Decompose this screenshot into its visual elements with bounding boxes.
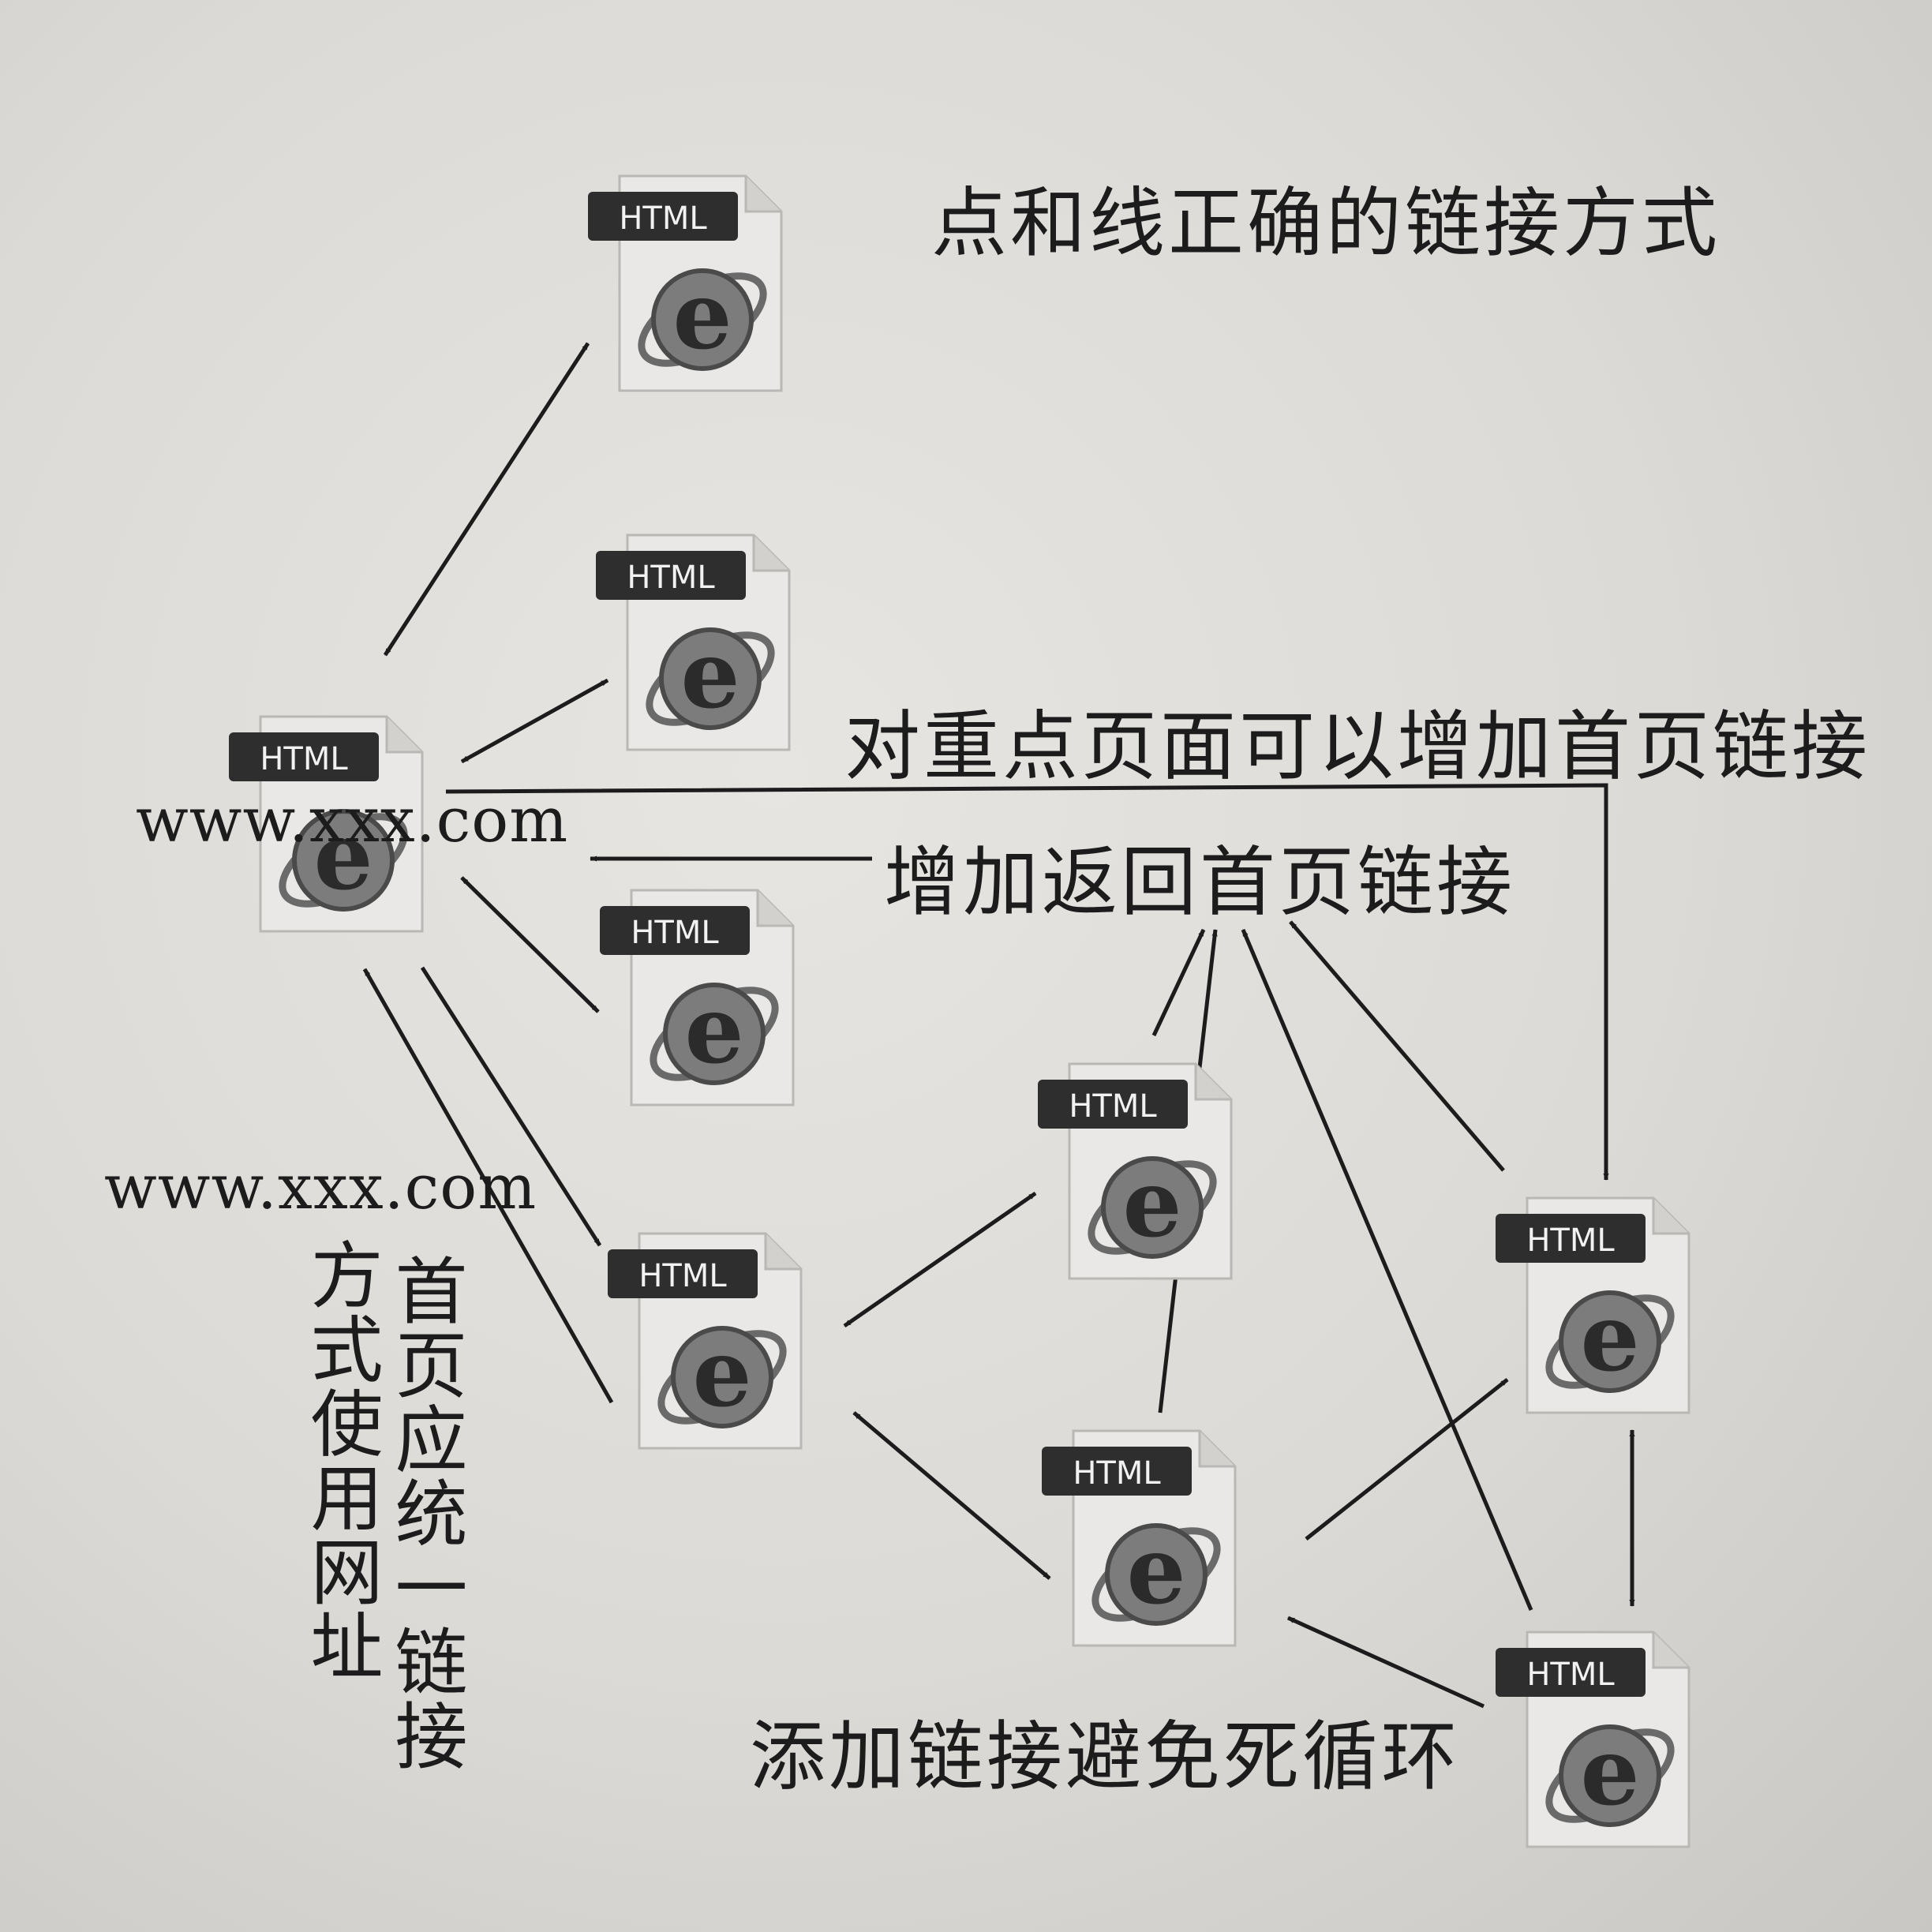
- html-file-icon: HTML e: [1038, 1062, 1233, 1280]
- html-badge: HTML: [608, 1249, 758, 1298]
- link-home-p4: [420, 966, 602, 1247]
- ie-browser-icon: e: [1088, 1148, 1217, 1259]
- html-page-home[interactable]: HTML e: [225, 702, 438, 939]
- link-p4-p5: [843, 1191, 1037, 1328]
- link-p5-return: [1151, 928, 1206, 1037]
- label-vertical-right: 首页应统一链接: [383, 1253, 467, 1773]
- svg-text:HTML: HTML: [260, 741, 348, 777]
- svg-text:e: e: [1126, 1515, 1185, 1625]
- svg-text:e: e: [692, 1318, 751, 1428]
- html-page-7[interactable]: HTML e: [1492, 1184, 1705, 1421]
- html-badge: HTML: [1496, 1648, 1646, 1697]
- html-file-icon: HTML e: [596, 534, 791, 751]
- ie-browser-icon: e: [1091, 1515, 1221, 1626]
- link-p4-home: [362, 968, 614, 1404]
- label-url-footer: www.xxx.com: [104, 1152, 537, 1223]
- link-p4-p6: [852, 1411, 1051, 1580]
- svg-text:e: e: [313, 801, 373, 911]
- ie-browser-icon: e: [279, 801, 408, 912]
- html-file-icon: HTML e: [588, 174, 783, 392]
- html-file-icon: HTML e: [600, 889, 795, 1106]
- svg-text:HTML: HTML: [1526, 1657, 1615, 1693]
- html-badge: HTML: [588, 192, 738, 241]
- label-vertical-left: 方式使用网址: [298, 1237, 383, 1683]
- svg-text:e: e: [1580, 1717, 1639, 1826]
- link-p8-return: [1241, 929, 1533, 1611]
- svg-text:HTML: HTML: [1526, 1222, 1615, 1259]
- html-page-4[interactable]: HTML e: [604, 1219, 817, 1456]
- html-page-3[interactable]: HTML e: [596, 876, 809, 1113]
- link-home-p2: [460, 678, 609, 764]
- svg-text:e: e: [672, 260, 732, 370]
- html-page-8[interactable]: HTML e: [1492, 1618, 1705, 1855]
- link-home-p3: [460, 876, 600, 1013]
- svg-text:HTML: HTML: [1069, 1088, 1157, 1125]
- svg-text:HTML: HTML: [1073, 1455, 1161, 1492]
- ie-browser-icon: e: [650, 975, 779, 1085]
- svg-text:e: e: [1580, 1282, 1639, 1392]
- link-p7-return: [1289, 920, 1505, 1172]
- html-badge: HTML: [1038, 1080, 1188, 1129]
- ie-browser-icon: e: [646, 620, 775, 730]
- html-badge: HTML: [596, 551, 746, 600]
- link-p6-p7: [1305, 1378, 1509, 1541]
- svg-text:e: e: [1122, 1148, 1181, 1258]
- html-badge: HTML: [600, 906, 750, 955]
- label-add-homepage-links: 对重点页面可以增加首页链接: [844, 702, 1870, 791]
- html-file-icon: HTML e: [1042, 1429, 1237, 1647]
- svg-text:HTML: HTML: [638, 1258, 727, 1294]
- html-file-icon: HTML e: [1496, 1631, 1690, 1848]
- ie-browser-icon: e: [657, 1318, 787, 1428]
- label-home-url: www.xxx.com: [136, 785, 569, 856]
- html-page-5[interactable]: HTML e: [1034, 1050, 1247, 1286]
- svg-text:HTML: HTML: [627, 560, 715, 596]
- html-badge: HTML: [1042, 1447, 1192, 1496]
- diagram-title: 点和线正确的链接方式: [931, 179, 1720, 268]
- html-page-6[interactable]: HTML e: [1038, 1417, 1251, 1653]
- html-file-icon: HTML e: [229, 715, 424, 933]
- ie-browser-icon: e: [638, 260, 767, 371]
- html-badge: HTML: [1496, 1214, 1646, 1263]
- html-badge: HTML: [229, 732, 379, 781]
- html-file-icon: HTML e: [608, 1232, 803, 1450]
- link-home-top: [383, 342, 590, 657]
- svg-text:HTML: HTML: [619, 200, 707, 237]
- html-page-2[interactable]: HTML e: [592, 521, 805, 758]
- link-loop-label: [1286, 1616, 1485, 1709]
- svg-text:e: e: [684, 975, 743, 1084]
- svg-text:HTML: HTML: [631, 915, 719, 951]
- label-avoid-loop: 添加链接避免死循环: [750, 1713, 1460, 1801]
- ie-browser-icon: e: [1545, 1282, 1675, 1393]
- svg-text:e: e: [680, 620, 739, 729]
- label-return-home: 增加返回首页链接: [884, 838, 1515, 927]
- link-home-right: [445, 783, 1609, 1181]
- ie-browser-icon: e: [1545, 1717, 1675, 1827]
- html-page-top[interactable]: HTML e: [584, 162, 797, 399]
- html-file-icon: HTML e: [1496, 1196, 1690, 1414]
